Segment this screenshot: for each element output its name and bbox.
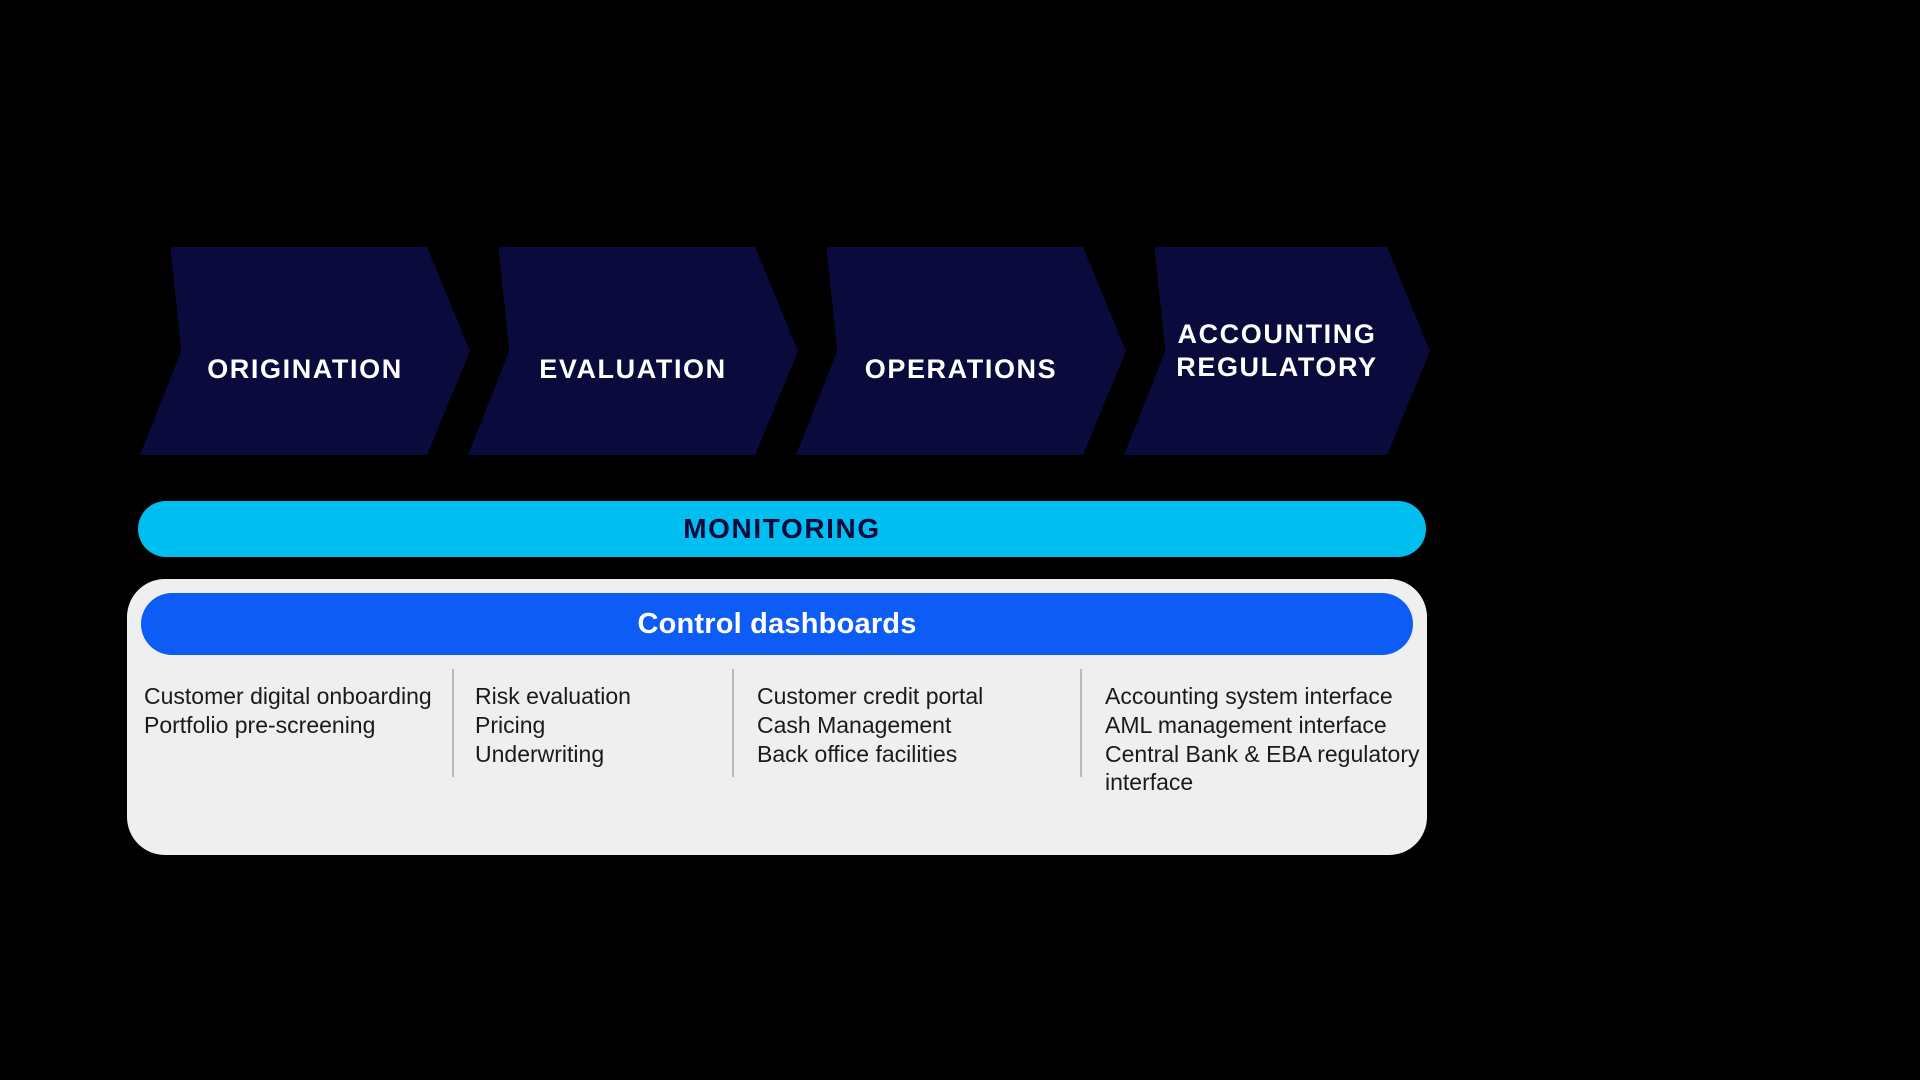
- monitoring-bar[interactable]: MONITORING: [138, 501, 1426, 557]
- capability-column-operations: Customer credit portal Cash Management B…: [732, 669, 1080, 777]
- stage-label: OPERATIONS: [864, 353, 1058, 384]
- list-item: Customer digital onboarding: [144, 683, 432, 709]
- capability-column-evaluation: Risk evaluation Pricing Underwriting: [452, 669, 732, 777]
- stage-label: ORIGINATION: [207, 353, 403, 384]
- list-item: Back office facilities: [757, 741, 958, 767]
- control-panel: Control dashboards Customer digital onbo…: [127, 579, 1427, 855]
- column-divider: [452, 669, 454, 777]
- stage-chevron-operations[interactable]: OPERATIONS: [796, 247, 1126, 455]
- stage-label: EVALUATION: [539, 353, 727, 384]
- list-item: AML management interface: [1105, 712, 1387, 738]
- list-item: Cash Management: [757, 712, 952, 738]
- capability-column-accounting-regulatory: Accounting system interface AML manageme…: [1080, 669, 1427, 797]
- control-dashboards-pill[interactable]: Control dashboards: [141, 593, 1413, 655]
- control-dashboards-label: Control dashboards: [637, 607, 917, 640]
- list-item: Accounting system interface: [1105, 683, 1393, 709]
- stage-chevron-origination[interactable]: ORIGINATION: [140, 247, 470, 455]
- list-item: Portfolio pre-screening: [144, 712, 376, 738]
- list-item: Central Bank & EBA regulatory interface: [1105, 741, 1420, 795]
- list-item: Risk evaluation: [475, 683, 631, 709]
- stage-chevron-accounting-regulatory[interactable]: ACCOUNTING REGULATORY: [1124, 247, 1430, 455]
- capability-column-origination: Customer digital onboarding Portfolio pr…: [127, 669, 452, 740]
- column-divider: [1080, 669, 1082, 777]
- monitoring-label: MONITORING: [683, 513, 881, 544]
- list-item: Pricing: [475, 712, 546, 738]
- process-stage-row: ORIGINATION EVALUATION OPERATIONS ACCOUN…: [140, 247, 1430, 455]
- capability-columns: Customer digital onboarding Portfolio pr…: [127, 669, 1427, 849]
- stage-label: ACCOUNTING REGULATORY: [1176, 319, 1378, 382]
- list-item: Underwriting: [475, 741, 605, 767]
- stage-chevron-evaluation[interactable]: EVALUATION: [468, 247, 798, 455]
- column-divider: [732, 669, 734, 777]
- list-item: Customer credit portal: [757, 683, 984, 709]
